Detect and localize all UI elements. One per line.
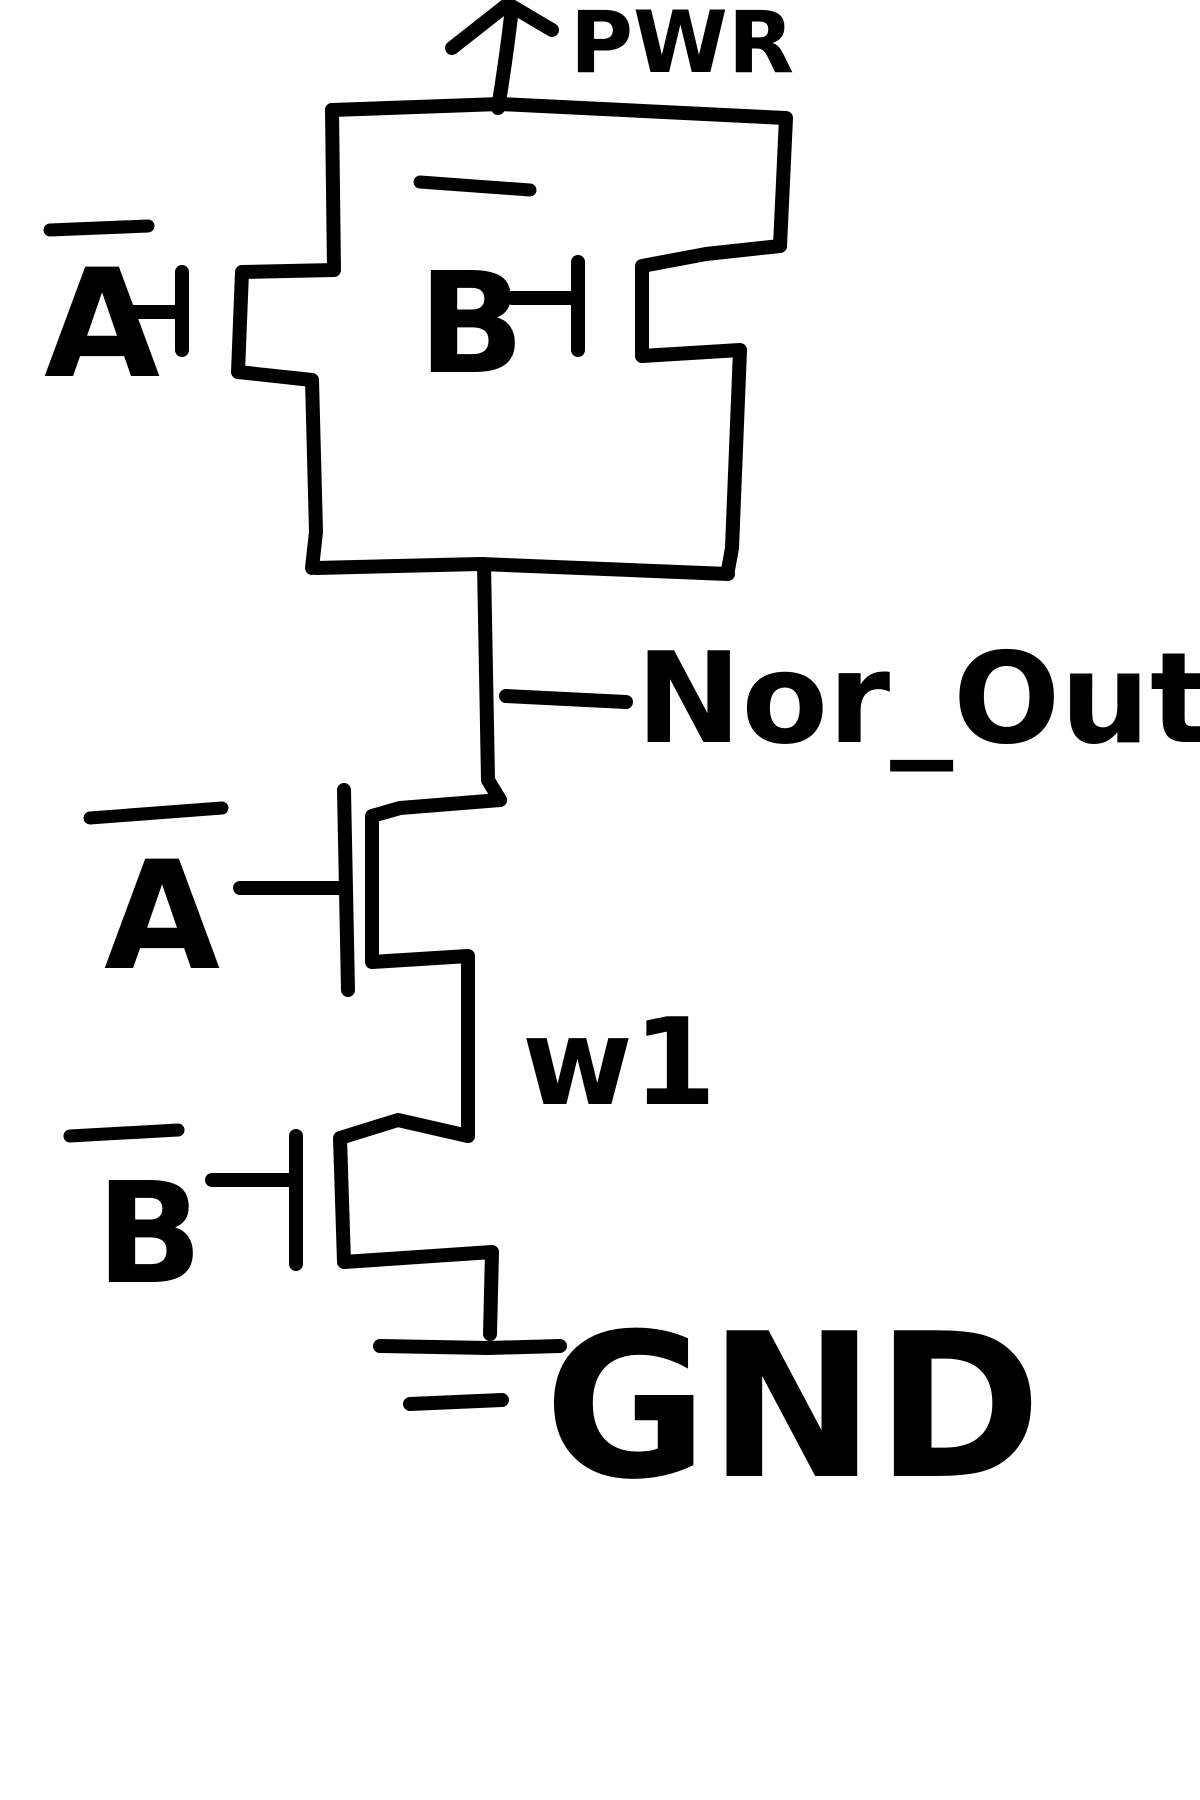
output-label: Nor_Out <box>636 625 1200 772</box>
ground-icon <box>373 1339 567 1411</box>
node-label: w1 <box>522 994 716 1133</box>
pmos-left-gate-label: A <box>44 238 160 412</box>
pmos-left-transistor <box>123 103 341 575</box>
nmos-top-gate-label: A <box>104 830 220 1004</box>
pmos-right-transistor <box>505 239 787 577</box>
pull-up-merge-rail <box>309 557 735 581</box>
ground-label: GND <box>544 1291 1042 1524</box>
output-wire <box>477 557 507 807</box>
nmos-top-gate-bar <box>83 801 229 825</box>
pmos-left-gate-bar <box>43 219 155 237</box>
supply-rail <box>325 97 793 253</box>
power-label: PWR <box>570 0 794 93</box>
power-arrow-icon <box>445 0 559 115</box>
pmos-right-gate-label: B <box>418 243 525 406</box>
nmos-bottom-transistor <box>205 1113 499 1341</box>
nmos-top-transistor <box>233 783 507 1143</box>
output-tap <box>499 689 633 709</box>
nmos-bottom-gate-label: B <box>96 1153 203 1316</box>
nmos-bottom-gate-bar <box>63 1123 185 1143</box>
pmos-right-gate-bar <box>413 175 537 197</box>
